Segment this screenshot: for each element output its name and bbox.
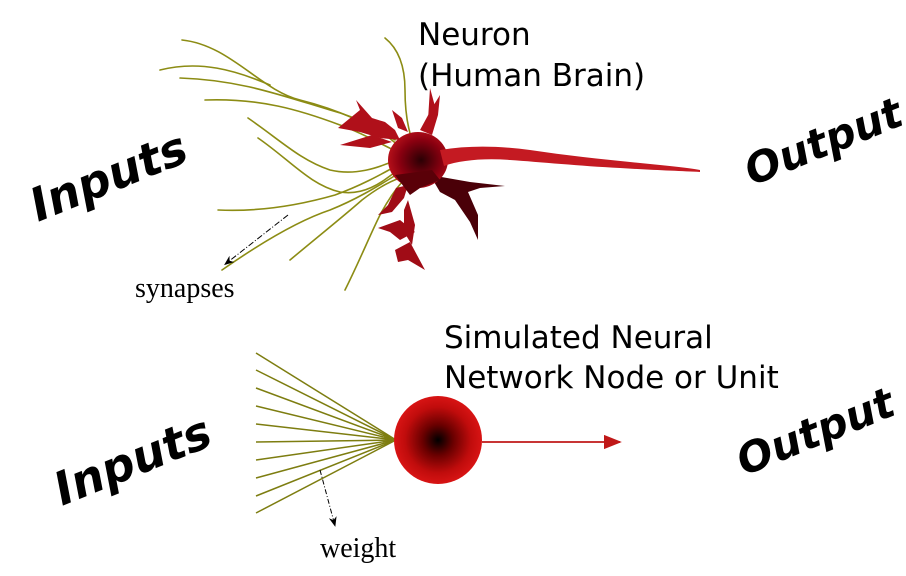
weight-pointer-arrow	[319, 469, 337, 527]
axon	[440, 146, 700, 172]
artificial-inputs-label: Inputs	[46, 404, 219, 516]
input-lines	[255, 352, 397, 514]
biological-inputs-label: Inputs	[22, 120, 195, 232]
synapses-label: synapses	[135, 273, 235, 304]
neuron-cell-body	[338, 88, 505, 270]
biological-output-label: Output	[737, 87, 906, 195]
node-title-line1: Simulated Neural	[444, 320, 713, 356]
biological-neuron: Neuron (Human Brain) Inputs Output synap…	[22, 17, 906, 304]
neuron-title-line1: Neuron	[418, 17, 531, 53]
dendrite-fibers	[159, 37, 413, 291]
artificial-node: Simulated Neural Network Node or Unit In…	[46, 320, 903, 564]
synapse-pointer-arrow	[224, 214, 289, 266]
node-title-line2: Network Node or Unit	[444, 360, 779, 396]
neuron-title-line2: (Human Brain)	[418, 58, 645, 94]
weight-label: weight	[320, 533, 396, 564]
node-unit	[394, 396, 482, 484]
